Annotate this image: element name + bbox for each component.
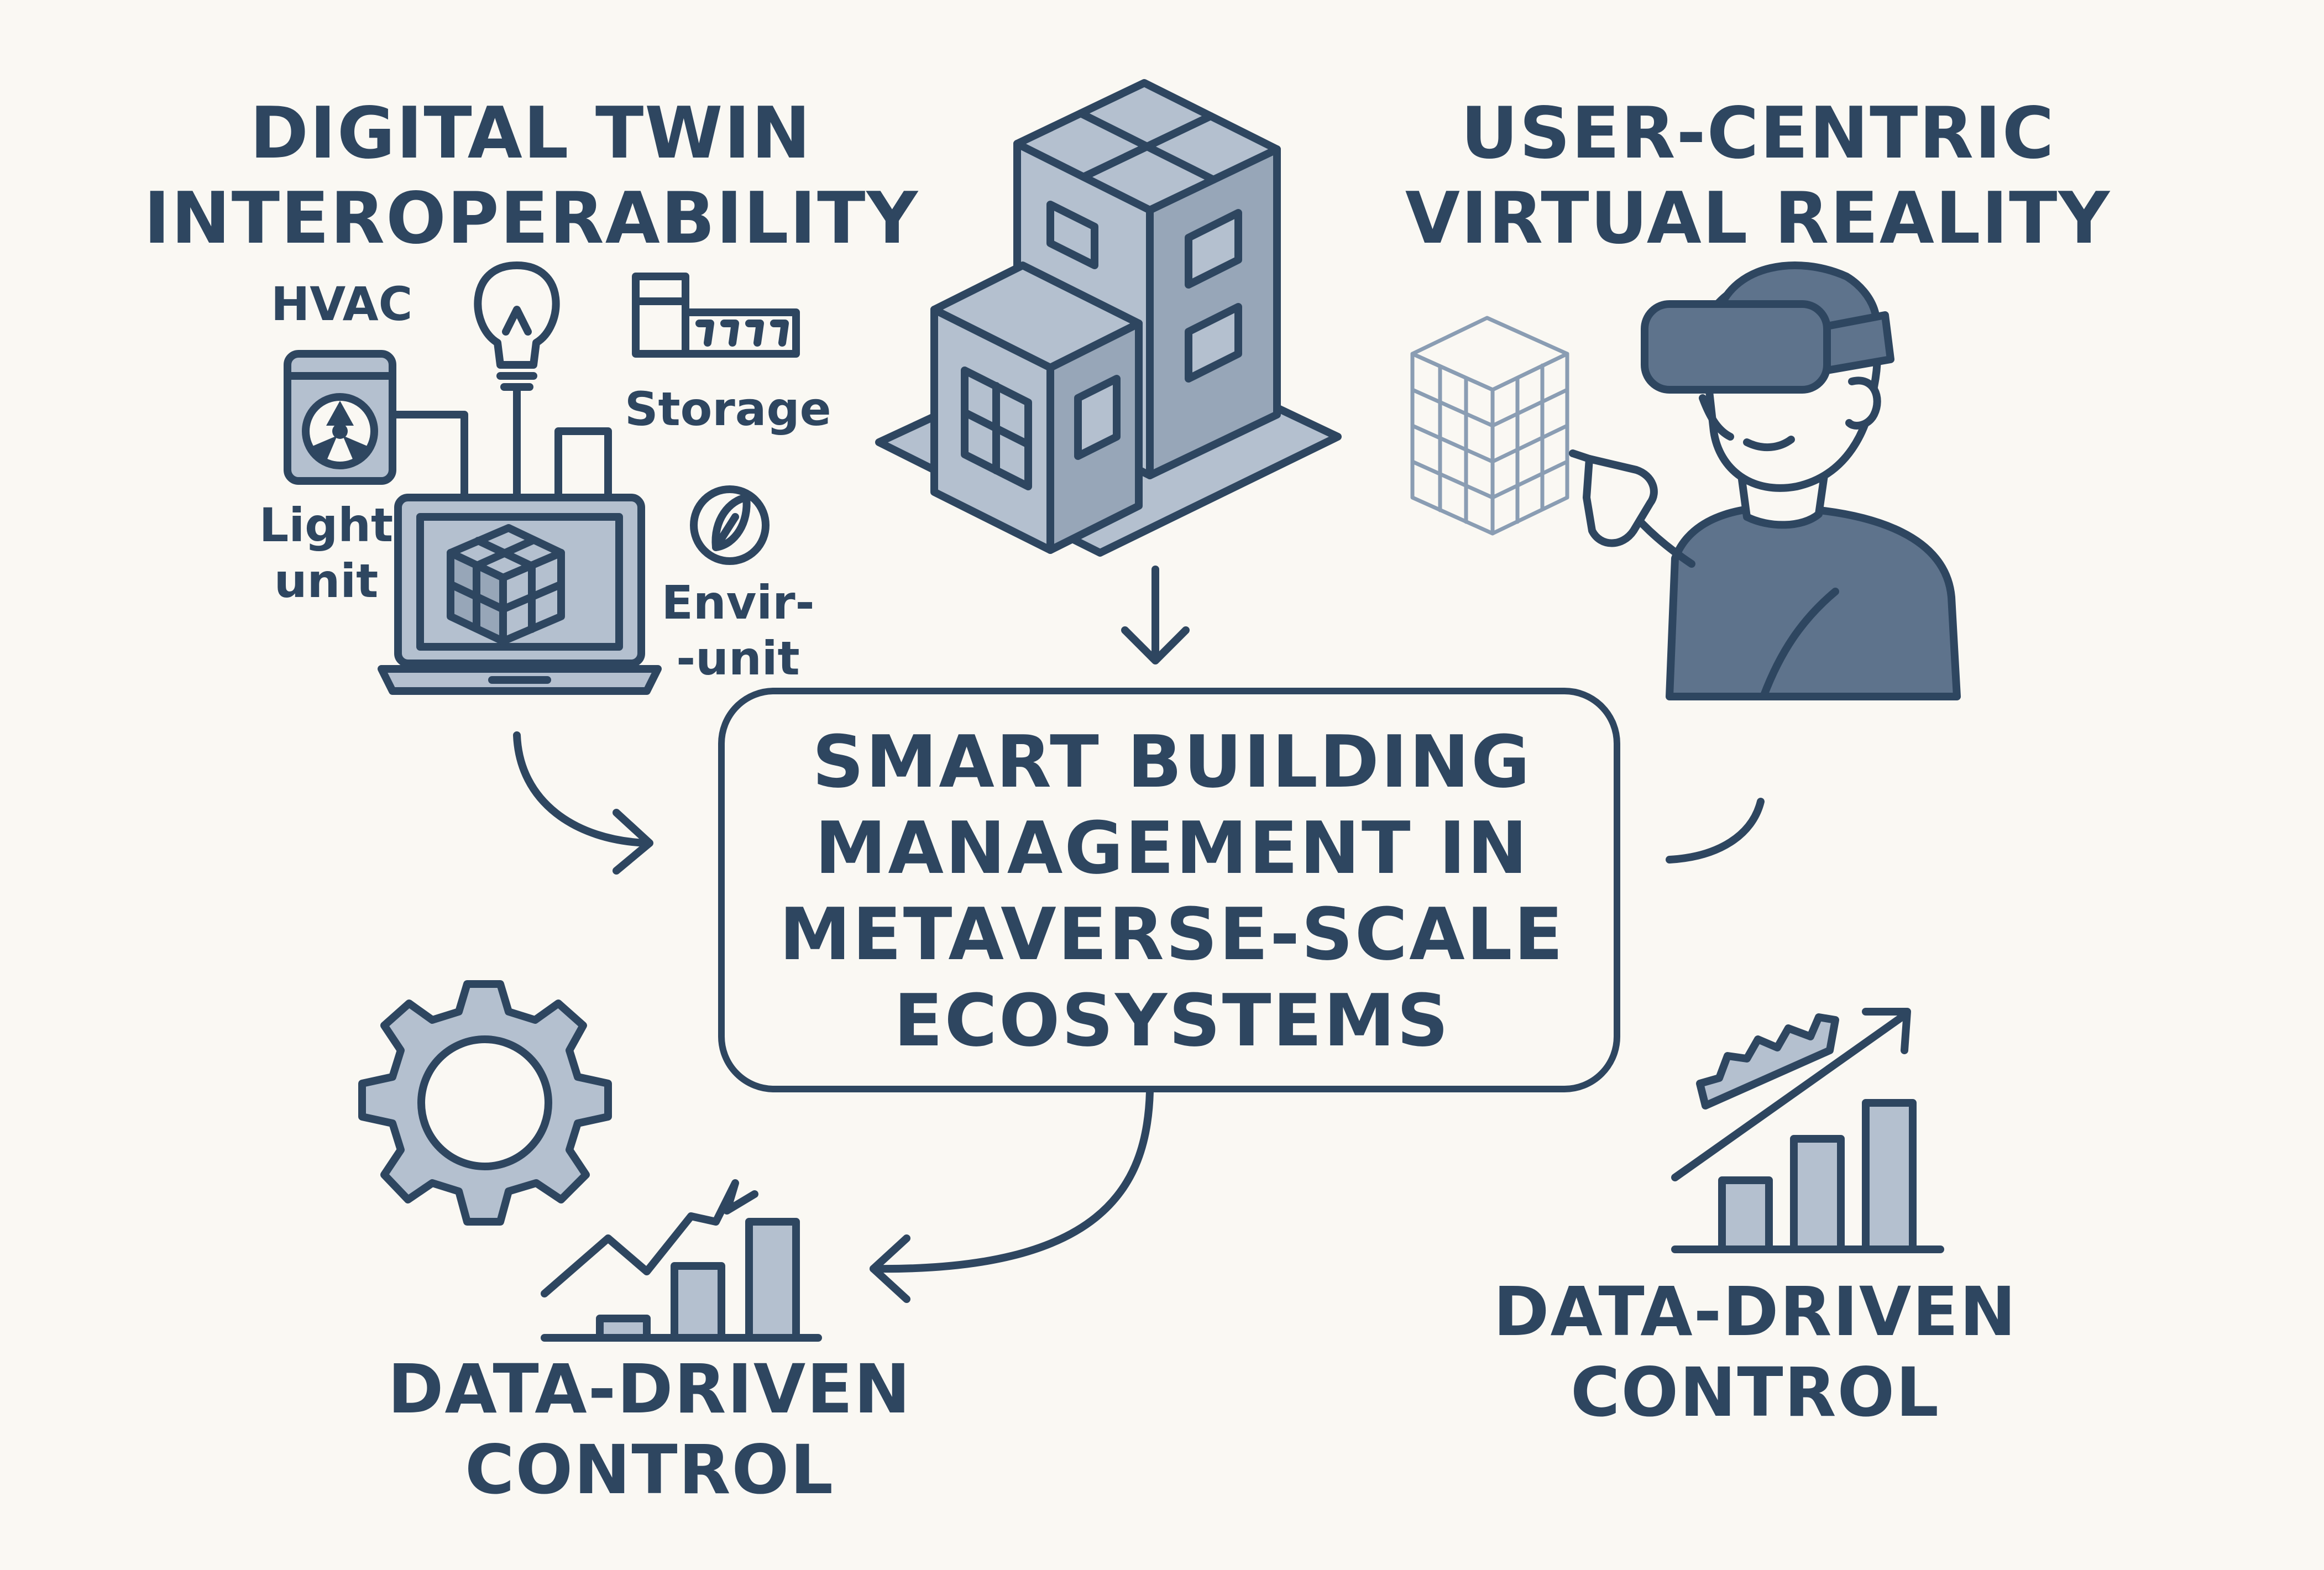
storage-rack-icon — [632, 273, 800, 358]
person-hand — [1583, 455, 1658, 547]
digital-twin-title-line2: INTEROPERABILITY — [144, 177, 919, 260]
digital-twin-title-line1: DIGITAL TWIN — [249, 92, 812, 175]
vr-user-cluster — [1410, 261, 1961, 700]
environment-leaf-icon — [690, 485, 770, 565]
bar-chart-right — [1671, 1099, 1944, 1253]
laptop-icon — [378, 494, 662, 695]
building-icon — [875, 79, 1342, 557]
envir-unit-label-line2: -unit — [676, 631, 800, 685]
vr-headset-icon — [1641, 300, 1894, 394]
light-unit-label-line1: Light — [259, 498, 394, 552]
data-control-right-line1: DATA-DRIVEN — [1493, 1273, 2017, 1351]
light-bulb-icon — [474, 261, 560, 391]
light-unit-label: Light unit — [243, 498, 409, 609]
light-unit-label-line2: unit — [274, 553, 379, 608]
data-control-right-label: DATA-DRIVEN CONTROL — [1437, 1271, 2073, 1433]
envir-unit-label-line1: Envir- — [661, 575, 815, 630]
data-control-left-line2: CONTROL — [465, 1431, 834, 1510]
connector-hvac — [389, 411, 468, 501]
gear-icon — [358, 980, 612, 1226]
data-control-left-line1: DATA-DRIVEN — [388, 1350, 912, 1428]
hvac-label: HVAC — [271, 277, 413, 331]
wireframe-building-icon — [1410, 316, 1569, 536]
envir-unit-label: Envir- -unit — [647, 575, 829, 687]
user-vr-title: USER-CENTRIC VIRTUAL REALITY — [1371, 91, 2145, 261]
data-control-right-line2: CONTROL — [1571, 1353, 1940, 1432]
data-control-left-label: DATA-DRIVEN CONTROL — [332, 1349, 967, 1511]
central-title-line3: METAVERSE-SCALE — [779, 892, 1565, 976]
bar-chart-left — [541, 1179, 822, 1342]
connector-storage — [554, 427, 612, 501]
central-title-line2: MANAGEMENT IN — [815, 806, 1529, 890]
user-vr-title-line2: VIRTUAL REALITY — [1405, 177, 2111, 260]
storage-label: Storage — [625, 382, 831, 436]
curved-connector-right — [1666, 798, 1765, 864]
central-title-line1: SMART BUILDING — [812, 720, 1532, 804]
user-vr-title-line1: USER-CENTRIC — [1461, 92, 2055, 175]
digital-twin-cluster — [284, 261, 800, 695]
curved-arrow-left-to-center — [513, 731, 653, 875]
central-box — [718, 688, 1620, 1092]
person-body — [1666, 503, 1961, 700]
central-title-line4: ECOSYSTEMS — [893, 978, 1451, 1063]
trend-arrow-icon — [1671, 1008, 1911, 1181]
building-block-roof — [930, 261, 1143, 371]
curved-arrow-center-to-bottom-left — [870, 1088, 1154, 1303]
digital-twin-title: DIGITAL TWIN INTEROPERABILITY — [144, 91, 918, 261]
down-arrow — [1121, 566, 1190, 664]
central-box-title: SMART BUILDING MANAGEMENT IN METAVERSE-S… — [735, 719, 1609, 1064]
